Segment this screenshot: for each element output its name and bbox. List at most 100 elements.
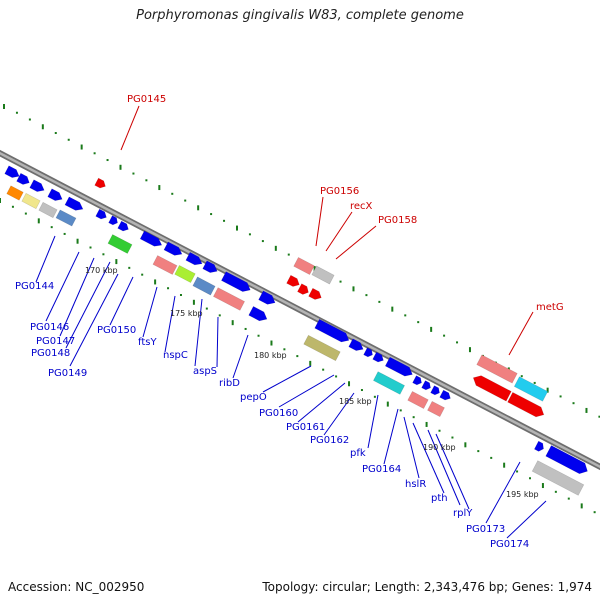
gene-feature	[108, 215, 118, 226]
gene-label: PG0160	[259, 408, 298, 419]
gene-feature	[192, 276, 216, 296]
callout-lines	[35, 105, 547, 539]
gene-feature	[55, 209, 77, 227]
gene-feature	[117, 220, 129, 232]
gene-feature	[293, 256, 315, 276]
gene-feature	[163, 241, 183, 256]
gene-label: PG0162	[310, 435, 349, 446]
gene-label: hslR	[405, 479, 426, 490]
gene-feature	[472, 375, 512, 402]
forward-gene-labels: PG0144 PG0146 PG0147 PG0148 PG0149 PG015…	[15, 281, 529, 550]
kbp-labels: 170 kbp 175 kbp 180 kbp 185 kbp 190 kbp …	[85, 266, 539, 499]
gene-feature	[258, 290, 276, 305]
callout-line	[35, 235, 56, 283]
gene-feature	[348, 338, 364, 351]
gene-feature	[212, 287, 246, 311]
gene-label: pepO	[240, 392, 267, 403]
gene-feature	[421, 380, 431, 391]
gene-label: ribD	[219, 378, 240, 389]
callout-line	[297, 382, 346, 423]
gene-label: aspS	[193, 366, 217, 377]
topology-text: Topology: circular; Length: 2,343,476 bp…	[262, 580, 592, 594]
callout-line	[45, 251, 80, 322]
callout-line	[367, 394, 379, 449]
gene-label: PG0148	[31, 348, 70, 359]
gene-label: recX	[350, 201, 373, 212]
gene-feature	[4, 165, 20, 178]
gene-feature	[202, 260, 218, 273]
gene-feature	[412, 375, 422, 386]
gene-feature	[64, 196, 84, 211]
callout-line	[323, 392, 355, 436]
gene-feature	[439, 389, 451, 401]
callout-line	[403, 416, 420, 479]
callout-line	[485, 461, 521, 524]
gene-feature	[372, 351, 384, 363]
gene-feature	[152, 255, 178, 275]
kbp-label: 170 kbp	[85, 266, 118, 275]
callout-line	[335, 225, 377, 260]
gene-feature	[303, 334, 341, 362]
gene-feature	[21, 192, 41, 210]
gene-feature	[38, 201, 58, 219]
callout-line	[120, 105, 140, 151]
gene-label: PG0145	[127, 94, 166, 105]
gene-feature	[6, 185, 24, 201]
callout-line	[142, 286, 158, 338]
gene-feature	[314, 318, 350, 343]
gene-label: PG0146	[30, 322, 69, 333]
kbp-label: 180 kbp	[254, 351, 287, 360]
gene-feature	[297, 283, 309, 295]
callout-line	[232, 334, 249, 379]
gene-label: pfk	[350, 448, 366, 459]
gene-feature	[363, 347, 373, 358]
callout-line	[435, 433, 470, 510]
gene-label: nspC	[163, 350, 188, 361]
kbp-label: 190 kbp	[423, 443, 456, 452]
callout-line	[427, 429, 461, 506]
gene-feature	[220, 271, 251, 292]
gene-feature	[407, 390, 429, 410]
kbp-label: 195 kbp	[506, 490, 539, 499]
gene-feature	[384, 356, 413, 377]
gene-feature	[372, 371, 406, 395]
callout-line	[278, 374, 335, 408]
callout-line	[69, 273, 119, 367]
gene-label: ftsY	[138, 337, 157, 348]
callout-line	[65, 261, 111, 349]
callout-line	[164, 295, 176, 353]
gene-feature	[531, 460, 585, 496]
gene-feature	[533, 440, 544, 452]
callout-line	[59, 257, 95, 337]
kbp-label: 185 kbp	[339, 397, 372, 406]
gene-feature	[47, 188, 63, 201]
gene-features	[4, 165, 588, 496]
callout-line	[109, 276, 134, 326]
gene-feature	[107, 234, 133, 254]
gene-label: PG0158	[378, 215, 417, 226]
callout-line	[383, 408, 399, 465]
gene-feature	[308, 287, 322, 300]
callout-line	[315, 196, 324, 247]
gene-feature	[427, 400, 445, 418]
callout-line	[412, 422, 445, 494]
map-title: Porphyromonas gingivalis W83, complete g…	[136, 8, 464, 23]
gene-feature	[545, 445, 588, 475]
accession-text: Accession: NC_002950	[8, 580, 145, 594]
gene-label: PG0149	[48, 368, 87, 379]
gene-feature	[513, 376, 549, 402]
gene-label: PG0156	[320, 186, 359, 197]
gene-feature	[185, 251, 203, 266]
gene-feature	[311, 265, 335, 285]
gene-label: pth	[431, 493, 448, 504]
kbp-label: 175 kbp	[170, 309, 203, 318]
gene-label: PG0161	[286, 422, 325, 433]
gene-label: PG0144	[15, 281, 54, 292]
gene-feature	[174, 264, 196, 284]
callout-line	[216, 316, 219, 368]
gene-label: PG0150	[97, 325, 136, 336]
gene-feature	[94, 177, 106, 189]
reverse-gene-labels: PG0145 PG0156 recX PG0158 metG	[127, 94, 564, 313]
callout-line	[325, 211, 353, 252]
